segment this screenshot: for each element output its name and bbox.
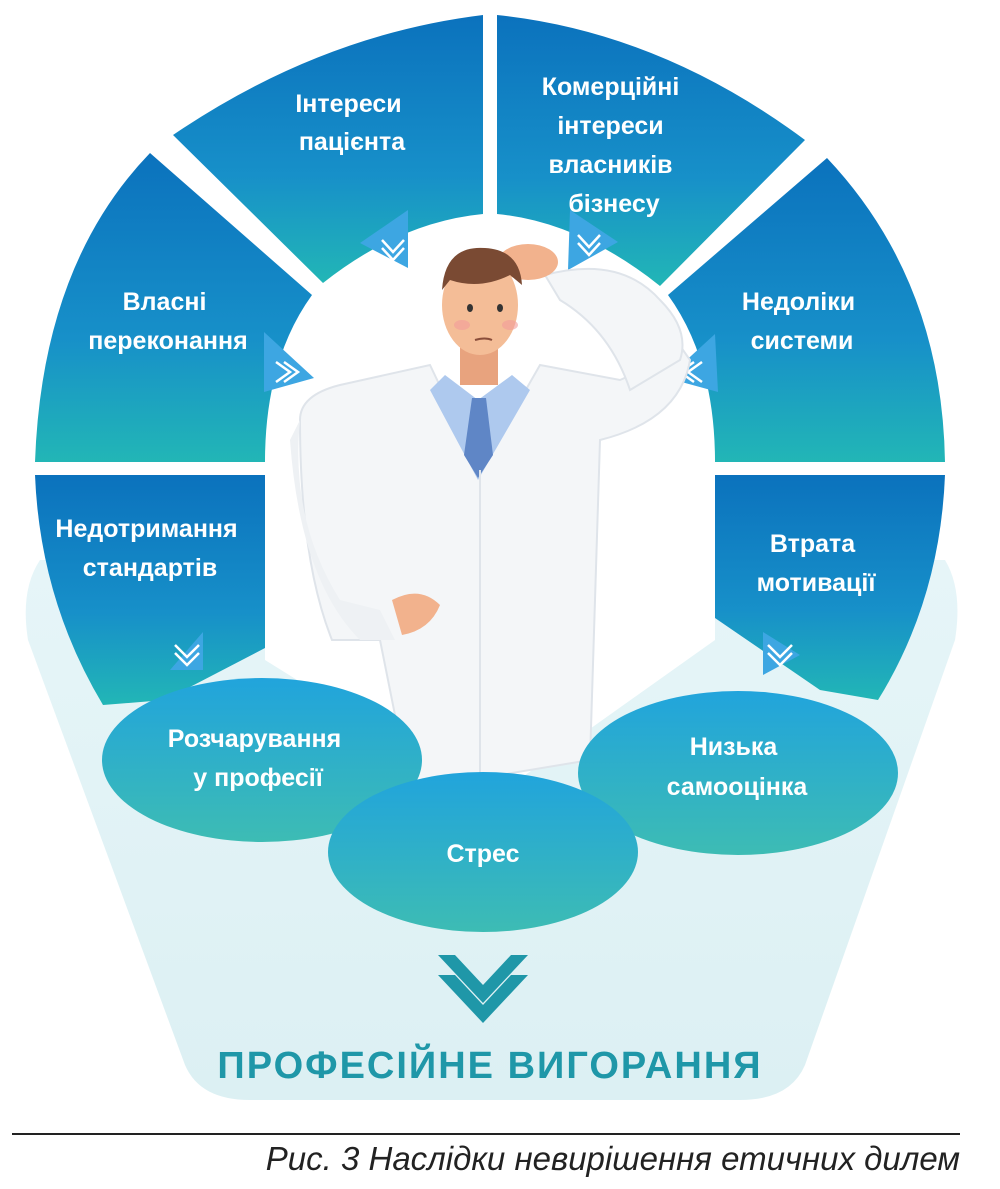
segment-system-flaws	[668, 158, 945, 462]
label-low-self-esteem: Низька самооцінка	[667, 733, 809, 801]
label-commercial-interests: Комерційні інтереси власників бізнесу	[542, 73, 687, 218]
arrow-motivation	[763, 632, 800, 675]
ellipse-low-self-esteem	[578, 691, 898, 855]
chevron-down-double-icon	[174, 234, 793, 667]
segment-non-compliance	[35, 475, 265, 705]
ellipse-disappointment	[102, 678, 422, 842]
arrow-commercial	[568, 210, 618, 270]
doctor-illustration	[290, 244, 692, 792]
label-loss-of-motivation: Втрата мотивації	[757, 530, 877, 597]
label-disappointment: Розчарування у професії	[168, 725, 348, 792]
label-stress: Стрес	[446, 840, 519, 868]
diagram: Інтереси пацієнта Комерційні інтереси вл…	[25, 15, 958, 1100]
chevron-down-double-icon	[438, 955, 528, 1023]
label-patient-interests: Інтереси пацієнта	[295, 90, 408, 156]
label-own-beliefs: Власні переконання	[88, 288, 247, 355]
caption-divider	[12, 1133, 960, 1135]
arrow-beliefs	[264, 332, 314, 392]
result-title: ПРОФЕСІЙНЕ ВИГОРАННЯ	[217, 1042, 762, 1087]
label-system-flaws: Недоліки системи	[742, 288, 862, 355]
figure-caption: Рис. 3 Наслідки невирішення етичних диле…	[265, 1140, 960, 1177]
ellipse-stress	[328, 772, 638, 932]
arrow-standards	[170, 632, 203, 670]
segment-own-beliefs	[35, 153, 312, 462]
arrow-patient	[360, 210, 408, 268]
label-non-compliance: Недотримання стандартів	[55, 515, 244, 582]
